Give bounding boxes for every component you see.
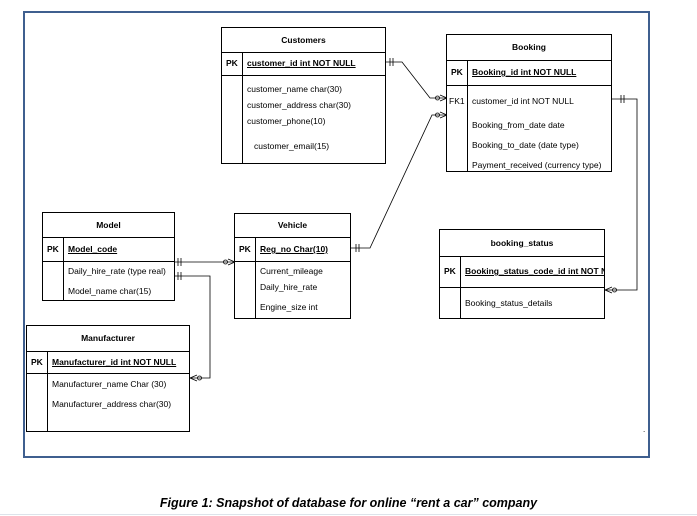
entity-title: Vehicle bbox=[235, 214, 350, 238]
attribute: Payment_received (currency type) bbox=[472, 160, 602, 170]
attribute: Booking_from_date date bbox=[472, 120, 565, 130]
entity-booking: Booking PK Booking_id int NOT NULL FK1 c… bbox=[446, 34, 612, 172]
pk-row: PK Model_code bbox=[43, 237, 174, 262]
foreign-key: customer_id int NOT NULL bbox=[472, 96, 574, 106]
fk-label: FK1 bbox=[449, 96, 465, 106]
attribute: Model_name char(15) bbox=[68, 286, 152, 296]
primary-key: Model_code bbox=[68, 244, 118, 254]
entity-manufacturer: Manufacturer PK Manufacturer_id int NOT … bbox=[26, 325, 190, 432]
stray-dot: . bbox=[643, 425, 646, 434]
entity-title: Model bbox=[43, 213, 174, 238]
pk-row: PK customer_id int NOT NULL bbox=[222, 52, 385, 76]
entity-customers: Customers PK customer_id int NOT NULL cu… bbox=[221, 27, 386, 164]
entity-vehicle: Vehicle PK Reg_no Char(10) Current_milea… bbox=[234, 213, 351, 319]
pk-row: PK Booking_status_code_id int NOT NUL bbox=[440, 256, 604, 288]
pk-label: PK bbox=[31, 357, 43, 367]
pk-label: PK bbox=[47, 244, 59, 254]
primary-key: Manufacturer_id int NOT NULL bbox=[52, 357, 177, 367]
pk-label: PK bbox=[444, 266, 456, 276]
attribute: Manufacturer_address char(30) bbox=[52, 399, 172, 409]
entity-model: Model PK Model_code Daily_hire_rate (typ… bbox=[42, 212, 175, 301]
attribute: Engine_size int bbox=[260, 302, 318, 312]
entity-title: Manufacturer bbox=[27, 326, 189, 352]
pk-label: PK bbox=[226, 58, 238, 68]
pk-row: PK Reg_no Char(10) bbox=[235, 237, 350, 262]
primary-key: Reg_no Char(10) bbox=[260, 244, 329, 254]
attribute: customer_phone(10) bbox=[247, 116, 326, 126]
attribute: customer_email(15) bbox=[254, 141, 330, 151]
attribute: Daily_hire_rate bbox=[260, 282, 318, 292]
primary-key: Booking_status_code_id int NOT NUL bbox=[465, 266, 604, 276]
attribute: Daily_hire_rate (type real) bbox=[68, 266, 166, 276]
attribute: customer_address char(30) bbox=[247, 100, 351, 110]
pk-label: PK bbox=[239, 244, 251, 254]
entity-title: Customers bbox=[222, 28, 385, 53]
attribute: Booking_status_details bbox=[465, 298, 553, 308]
attribute: customer_name char(30) bbox=[247, 84, 342, 94]
primary-key: Booking_id int NOT NULL bbox=[472, 67, 577, 77]
pk-row: PK Booking_id int NOT NULL bbox=[447, 60, 611, 86]
attribute: Booking_to_date (date type) bbox=[472, 140, 579, 150]
entity-title: booking_status bbox=[440, 230, 604, 257]
attribute: Manufacturer_name Char (30) bbox=[52, 379, 167, 389]
entity-title: Booking bbox=[447, 35, 611, 61]
attribute: Current_mileage bbox=[260, 266, 323, 276]
pk-row: PK Manufacturer_id int NOT NULL bbox=[27, 351, 189, 374]
primary-key: customer_id int NOT NULL bbox=[247, 58, 356, 68]
bottom-divider bbox=[0, 514, 697, 515]
figure-caption: Figure 1: Snapshot of database for onlin… bbox=[159, 496, 538, 510]
pk-label: PK bbox=[451, 67, 463, 77]
entity-booking-status: booking_status PK Booking_status_code_id… bbox=[439, 229, 605, 319]
